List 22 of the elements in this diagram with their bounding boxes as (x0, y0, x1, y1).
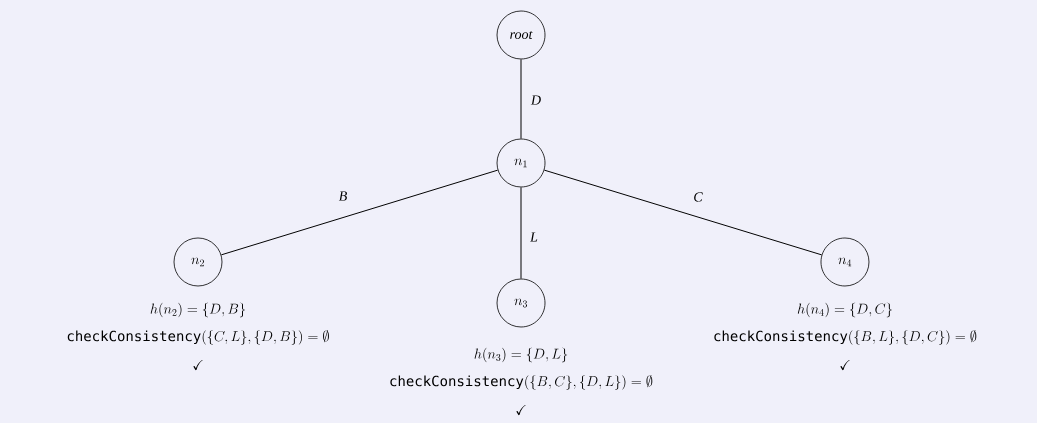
tree-node: $n_2$ (173, 237, 223, 287)
edge-label: C (694, 192, 703, 202)
tree-node: $n_3$ (496, 278, 546, 328)
tree-edge (520, 58, 522, 140)
node-annotation: $h(n_2) = \{D, B\}$ (150, 302, 246, 318)
node-annotation: $\texttt{checkConsistency}(\{B, C\}, \{D, L\}) = \emptyset$ (390, 374, 653, 390)
node-annotation: $\checkmark$ (840, 360, 850, 371)
node-annotation: $h(n_3) = \{D, L\}$ (474, 347, 568, 363)
edge-label: B (338, 191, 347, 201)
node-annotation: $\texttt{checkConsistency}(\{B, L\}, \{D, C\})= \emptyset$ (714, 329, 977, 345)
edge-label: L (529, 232, 538, 242)
tree-edge (543, 169, 823, 256)
node-annotation: $\checkmark$ (193, 360, 203, 371)
node-annotation: $\texttt{checkConsistency}(\{C, L\}, \{D, B\})= \emptyset$ (67, 329, 329, 345)
node-annotation: $\checkmark$ (516, 405, 526, 416)
tree-node: $n_4$ (820, 237, 870, 287)
tree-edge (520, 186, 522, 280)
edge-label: D (530, 95, 541, 105)
node-annotation: $h(n_4) = \{D, C\}$ (797, 302, 892, 318)
tree-node: $n_1$ (496, 138, 546, 188)
tree-node: root (496, 10, 546, 60)
tree-edge (220, 169, 499, 256)
